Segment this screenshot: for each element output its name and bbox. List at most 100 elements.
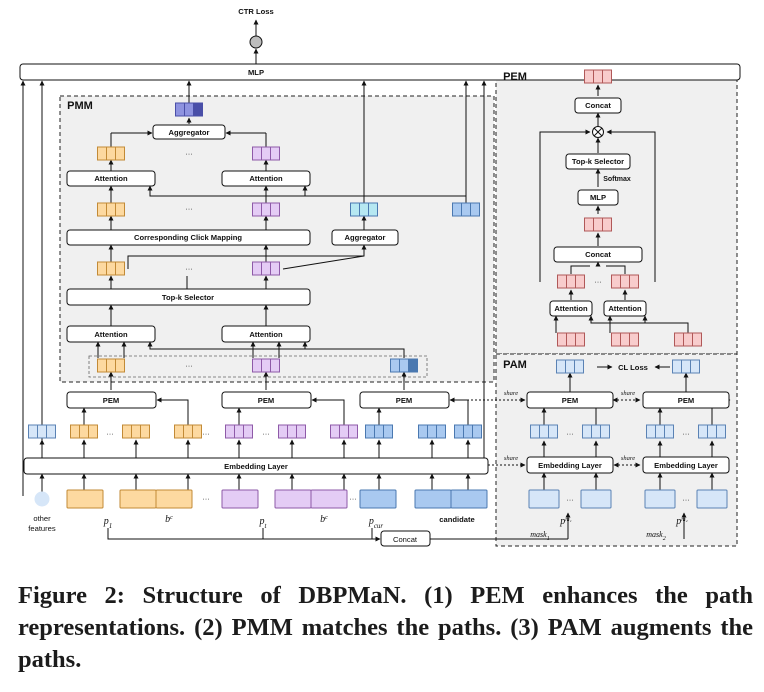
ellipsis: ··· (106, 429, 114, 438)
share-label: share (621, 390, 635, 397)
path-embedding (97, 358, 125, 373)
pem-attention-box-1 (549, 300, 593, 317)
ellipsis: ··· (202, 429, 210, 438)
augmented-input (644, 489, 676, 509)
pam-embedding (530, 424, 558, 439)
pt-label: pt (259, 516, 268, 530)
attention-label-4: Attention (249, 330, 283, 339)
click-embedding (330, 424, 358, 439)
pem-input-embedding (674, 332, 702, 347)
dbpman-diagram: CTR Loss MLP PMM PEM PAM Aggregator Atte… (19, 7, 741, 547)
pam-embedding-label-2: Embedding Layer (654, 461, 718, 470)
pem-box-1 (66, 391, 157, 409)
enhanced-path-embedding (584, 69, 612, 84)
candidate-label: candidate (439, 515, 474, 524)
attention-box-4 (221, 325, 311, 343)
embedding-layer-label: Embedding Layer (224, 462, 288, 471)
path-input (221, 489, 259, 509)
pem-concat-box-2 (553, 246, 643, 263)
other-features-label-1: other (33, 514, 51, 523)
pam-pem-box-1 (526, 391, 614, 409)
pem-box-2 (221, 391, 312, 409)
aggregator-right-box (331, 229, 399, 246)
ellipsis: ··· (185, 361, 193, 370)
top-mlp-box (19, 63, 741, 81)
pam-pem-box-2 (642, 391, 730, 409)
click-input (155, 489, 193, 509)
cl-loss-label: CL Loss (618, 363, 648, 372)
mask2-label: mask2 (646, 530, 665, 542)
pem-attention-label-1: Attention (554, 304, 588, 313)
pam-embedding (698, 424, 726, 439)
pem-concat-box (574, 97, 622, 114)
ellipsis: ··· (594, 277, 602, 286)
attention-label-1: Attention (94, 174, 128, 183)
topk-selector-box (66, 288, 311, 306)
mask1-label: mask1 (530, 530, 549, 542)
current-path-embedding (390, 358, 418, 373)
matched-path-embedding (97, 146, 125, 161)
matched-path-embedding (252, 146, 280, 161)
click-embedding (278, 424, 306, 439)
pam-panel (495, 353, 738, 547)
pm1-label: pm₁ (559, 516, 571, 527)
ellipsis: ··· (185, 204, 193, 213)
pem-box-label-1: PEM (103, 396, 119, 405)
figure-caption: Figure 2: Structure of DBPMaN. (1) PEM e… (18, 582, 753, 673)
pem-attended-embedding (557, 274, 585, 289)
aggregated-path-embedding (175, 102, 203, 117)
pcur-label: pcur (368, 516, 384, 530)
candidate-input (450, 489, 488, 509)
embedding-layer-box (23, 457, 489, 475)
augmented-path-embedding (556, 359, 584, 374)
attention-box-3 (66, 325, 156, 343)
pem-attention-box-2 (603, 300, 647, 317)
candidate-input (414, 489, 452, 509)
pem-concat-label-2: Concat (585, 250, 611, 259)
pem-box-label-2: PEM (258, 396, 274, 405)
btc-label: bc (320, 514, 328, 525)
other-features-node (34, 491, 50, 507)
attention-box-2 (221, 170, 311, 187)
share-label: share (621, 455, 635, 462)
pam-pem-label-2: PEM (678, 396, 694, 405)
ellipsis: ··· (185, 149, 193, 158)
pem-topk-box (565, 153, 631, 170)
pem-input-embedding (557, 332, 585, 347)
current-path-input (359, 489, 397, 509)
augmented-input (580, 489, 612, 509)
pem-topk-label: Top-k Selector (572, 157, 624, 166)
pam-embedding (582, 424, 610, 439)
ellipsis: ··· (262, 429, 270, 438)
aggregator-top-label: Aggregator (169, 128, 210, 137)
ctr-loss-node (249, 35, 263, 49)
pam-title: PAM (503, 359, 527, 371)
pam-embedding-label-1: Embedding Layer (538, 461, 602, 470)
topk-embedding (97, 261, 125, 276)
click-input (119, 489, 157, 509)
candidate-embedding (452, 202, 480, 217)
pem-concat-label: Concat (585, 101, 611, 110)
aggregator-right-label: Aggregator (345, 233, 386, 242)
attention-label-2: Attention (249, 174, 283, 183)
click-mapping-box (66, 229, 311, 246)
ellipsis: ··· (682, 429, 690, 438)
pem-softmax-label: Softmax (603, 176, 631, 183)
pem-hidden-embedding (584, 217, 612, 232)
path-embedding (70, 424, 98, 439)
augmented-path-embedding (672, 359, 700, 374)
pam-pem-label-1: PEM (562, 396, 578, 405)
click-mapping-label: Corresponding Click Mapping (134, 233, 242, 242)
click-input (310, 489, 348, 509)
ctr-loss-label: CTR Loss (238, 7, 273, 16)
pem-input-embedding (611, 332, 639, 347)
click-input (274, 489, 312, 509)
concat-bottom-label: Concat (393, 535, 418, 544)
ellipsis: ··· (682, 495, 690, 504)
augmented-input (696, 489, 728, 509)
path-embedding (225, 424, 253, 439)
attention-label-3: Attention (94, 330, 128, 339)
p1-label: p1 (103, 516, 113, 530)
aggregated-click-embedding (350, 202, 378, 217)
path-input (66, 489, 104, 509)
